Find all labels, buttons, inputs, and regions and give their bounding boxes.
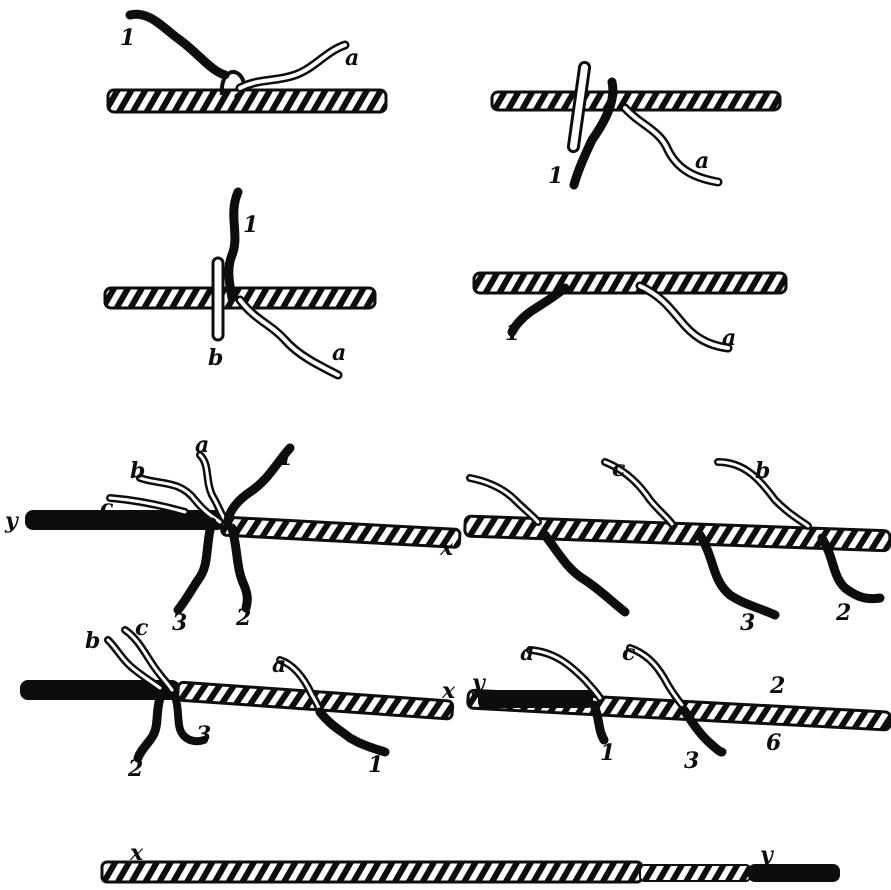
label-3: 3 (684, 748, 699, 774)
fid (211, 256, 225, 342)
strand-2 (227, 523, 252, 613)
strand-left-dark (540, 530, 630, 617)
strand-2 (133, 693, 165, 763)
strand-b (138, 476, 222, 524)
label-b: b (208, 345, 223, 371)
fig-3: 1 b a (103, 187, 377, 380)
loop (219, 70, 247, 98)
dark-strand (224, 187, 243, 303)
fig-9: x y (100, 840, 840, 884)
strand-3 (695, 530, 780, 620)
light-strand-outline (235, 295, 343, 380)
label-a: a (520, 640, 534, 666)
strand-3 (173, 517, 217, 615)
dark-strand (569, 77, 618, 190)
strand-1 (223, 443, 295, 525)
label-x: x (441, 678, 456, 704)
label-c: c (612, 456, 626, 482)
strand-c (108, 496, 187, 514)
light-strand (238, 43, 347, 90)
strand-1 (589, 700, 609, 745)
label-y: y (471, 670, 487, 696)
label-x: x (439, 535, 454, 561)
label-1: 1 (278, 445, 293, 471)
strand-left-light (468, 476, 540, 524)
rope-dark (748, 864, 840, 882)
strand-b (716, 460, 810, 528)
label-1: 1 (505, 320, 520, 346)
strand-3 (172, 696, 208, 746)
label-2: 2 (835, 600, 851, 626)
label-c: c (622, 640, 636, 666)
label-a: a (332, 340, 346, 366)
label-a: a (345, 45, 359, 71)
strand-c (603, 460, 674, 526)
label-2: 2 (769, 673, 785, 699)
rope-dark-left (478, 690, 593, 708)
label-b: b (130, 458, 145, 484)
fig-7: b c a x 3 2 1 (20, 615, 456, 782)
label-x: x (129, 840, 144, 866)
label-c: c (100, 495, 114, 521)
label-1: 1 (120, 25, 135, 51)
label-1: 1 (368, 752, 383, 778)
rope (472, 271, 788, 295)
rope (490, 90, 782, 112)
strand-3 (679, 705, 727, 757)
label-1: 1 (548, 163, 563, 189)
label-a: a (722, 325, 736, 351)
strand-c (123, 628, 174, 692)
strand-a (198, 453, 227, 522)
strand-a (528, 648, 602, 700)
light-strand (238, 298, 340, 377)
fig-8: y a c 2 1 3 6 (466, 640, 891, 774)
strand-c (628, 646, 684, 707)
rope-dark (20, 680, 180, 700)
label-6: 6 (766, 730, 781, 756)
strand-2 (817, 533, 885, 604)
rope (463, 514, 891, 553)
label-a: a (695, 148, 709, 174)
fig-5: y b a 1 c x 3 2 (4, 432, 462, 636)
strand-b (106, 638, 162, 690)
fig-1: 1 a (106, 9, 388, 114)
label-b: b (85, 628, 100, 654)
label-2: 2 (127, 756, 143, 782)
label-y: y (759, 842, 775, 868)
label-b: b (755, 458, 770, 484)
light-strand (623, 106, 720, 184)
label-y: y (4, 508, 20, 534)
label-a: a (272, 652, 286, 678)
label-3: 3 (172, 610, 187, 636)
dark-strand (125, 9, 230, 80)
dark-strand (507, 283, 570, 337)
rope-tapered-splice (639, 864, 751, 882)
label-3: 3 (740, 610, 755, 636)
fig-6: c b 3 2 (463, 456, 891, 636)
label-2: 2 (235, 605, 251, 631)
rope-twisted (220, 515, 462, 549)
rope (106, 88, 388, 114)
label-3: 3 (196, 722, 211, 748)
fig-4: 1 a (472, 271, 788, 353)
label-1: 1 (600, 740, 615, 766)
light-strand (638, 284, 730, 350)
rope-dark (25, 510, 225, 530)
strand-1 (315, 707, 390, 757)
label-1: 1 (243, 212, 258, 238)
fig-2: 1 a (490, 60, 782, 190)
label-c: c (135, 615, 149, 641)
label-a: a (195, 432, 209, 458)
rope-twisted (100, 860, 644, 884)
fid (566, 60, 592, 154)
